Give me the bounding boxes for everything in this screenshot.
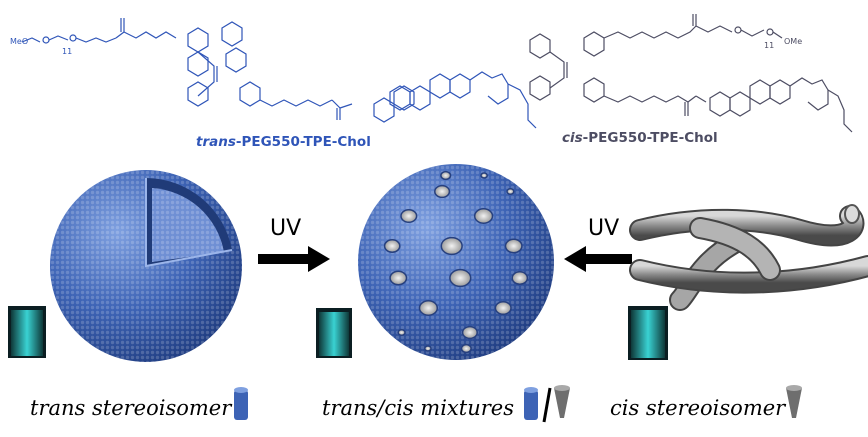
sphere-pore (424, 345, 432, 352)
sphere-pore (494, 300, 512, 316)
cis-label-prefix: cis (562, 130, 583, 146)
sphere-pore (461, 325, 478, 340)
svg-text:OMe: OMe (784, 37, 802, 46)
slash-divider (542, 387, 552, 423)
caption-trans-stereoisomer: trans stereoisomer (30, 396, 232, 420)
trans-molecule-structure: MeO 11 (10, 18, 415, 123)
vial-middle (316, 308, 352, 358)
uv-arrow-left (258, 246, 330, 272)
sphere-pore (389, 270, 408, 286)
sphere-pore (397, 328, 406, 337)
sphere-pore (504, 238, 523, 254)
cylinder-icon-left (234, 387, 248, 420)
sphere-pore (400, 208, 418, 224)
cylinder-icon-middle (524, 387, 538, 420)
sphere-pore (449, 268, 472, 288)
cis-peg-repeat: 11 (764, 41, 774, 50)
sphere-pore (440, 236, 463, 256)
cone-icon-right (786, 385, 802, 418)
caption-cis-stereoisomer: cis stereoisomer (610, 396, 786, 420)
trans-label-prefix: trans (196, 134, 236, 150)
vial-right (628, 306, 668, 360)
trans-peg-repeat: 11 (62, 47, 72, 56)
svg-text:MeO: MeO (10, 37, 28, 46)
uv-label-left: UV (270, 216, 302, 241)
sphere-pore (460, 343, 472, 354)
sphere-pore (440, 170, 452, 181)
trans-molecule-label: trans-PEG550-TPE-Chol (196, 134, 371, 150)
vesicle-sphere (50, 170, 242, 362)
trans-cholesterol-tail (389, 71, 537, 129)
uv-arrow-right (564, 246, 632, 272)
porous-sphere (358, 164, 554, 360)
sphere-pore (418, 300, 439, 316)
sphere-pore (473, 208, 494, 224)
vial-left (8, 306, 46, 358)
sphere-pore (383, 239, 401, 253)
tubular-helix (629, 204, 868, 311)
trans-label-rest: -PEG550-TPE-Chol (235, 134, 371, 150)
sphere-pore (506, 187, 515, 196)
sphere-pore (480, 172, 488, 179)
cis-molecule-label: cis-PEG550-TPE-Chol (562, 130, 718, 146)
uv-label-right: UV (588, 216, 620, 241)
cone-icon-middle (554, 385, 570, 418)
caption-trans-cis-mixtures: trans/cis mixtures (322, 396, 514, 420)
sphere-pore (511, 271, 529, 285)
cis-label-rest: -PEG550-TPE-Chol (582, 130, 718, 146)
cis-molecule-structure: OMe 11 (529, 14, 853, 133)
sphere-pore (434, 184, 451, 199)
